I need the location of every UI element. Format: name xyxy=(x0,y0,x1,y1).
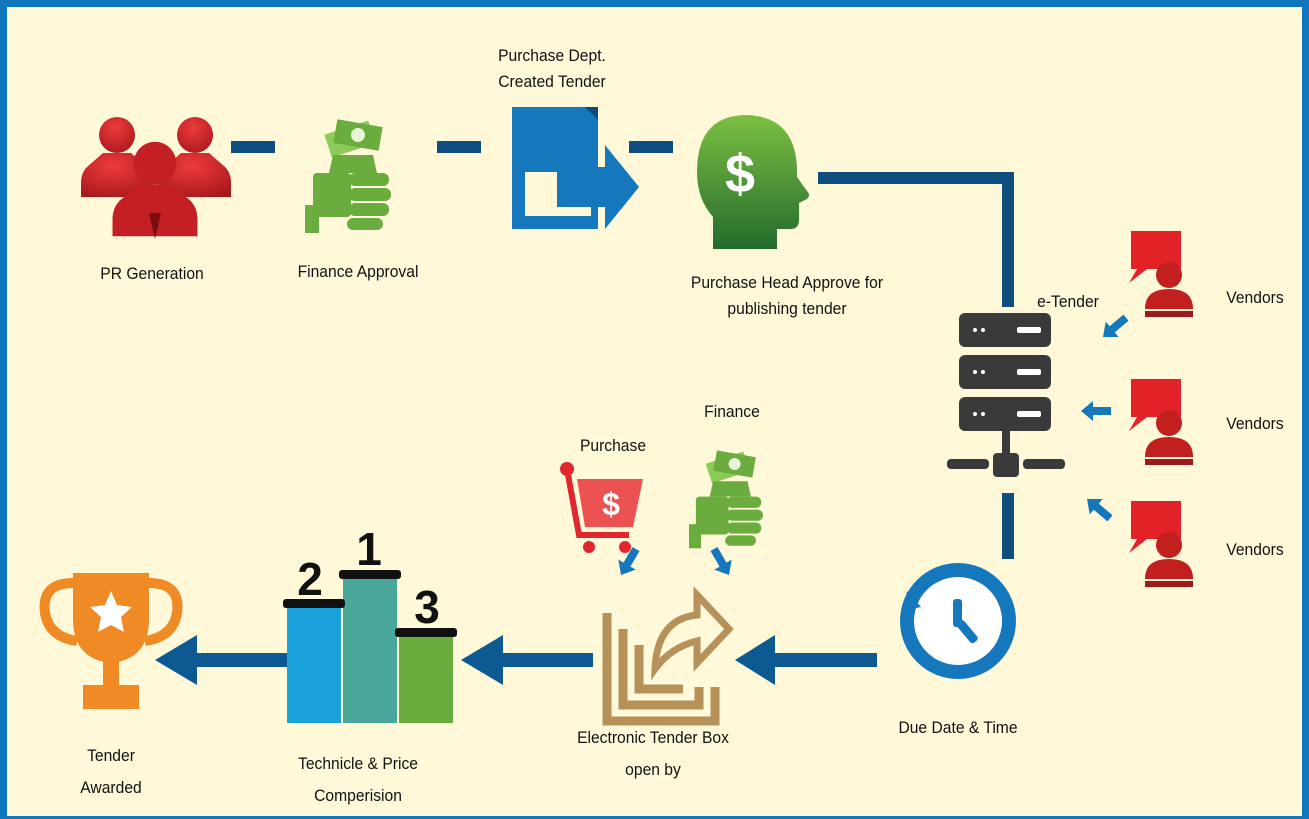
label-line: Tender xyxy=(87,746,135,765)
vendor-arrows xyxy=(1081,314,1129,522)
svg-text:$: $ xyxy=(602,486,620,522)
shopping-cart-icon: $ xyxy=(560,462,643,553)
label-vendors-3: Vendors xyxy=(1226,540,1284,559)
label-purchase-dept: Purchase Dept. Created Tender xyxy=(469,43,635,95)
clock-icon xyxy=(900,563,1016,679)
connector-lines xyxy=(231,141,1014,559)
label-line: Comperision xyxy=(314,786,402,805)
label-line: open by xyxy=(625,760,681,779)
label-line: Technicle & Price xyxy=(298,754,418,773)
label-tender-awarded: Tender Awarded xyxy=(65,743,157,801)
trophy-icon xyxy=(39,573,183,709)
label-e-tender: e-Tender xyxy=(1037,292,1099,311)
rank-3-number: 3 xyxy=(414,581,440,633)
input-arrows xyxy=(618,547,732,575)
label-finance: Finance xyxy=(704,402,760,421)
label-vendors-2: Vendors xyxy=(1226,414,1284,433)
label-purchase: Purchase xyxy=(579,436,647,455)
tender-box-icon xyxy=(602,586,734,726)
label-due-date: Due Date & Time xyxy=(898,718,1018,737)
label-line: Purchase Dept. xyxy=(498,46,606,65)
vendor-chat-icon xyxy=(1129,501,1193,587)
vendor-chat-icon xyxy=(1129,231,1193,317)
label-line: publishing tender xyxy=(727,299,847,318)
label-tender-box: Electronic Tender Box open by xyxy=(561,725,745,783)
label-line: Created Tender xyxy=(498,72,606,91)
podium-icon: 2 1 3 xyxy=(283,523,457,723)
svg-text:$: $ xyxy=(725,144,755,204)
rank-1-number: 1 xyxy=(356,523,382,575)
label-vendors-1: Vendors xyxy=(1226,288,1284,307)
diagram-canvas: $ xyxy=(39,107,1193,726)
dollar-head-icon: $ xyxy=(697,115,809,249)
label-purchase-head: Purchase Head Approve for publishing ten… xyxy=(672,270,902,322)
money-hand-icon xyxy=(689,450,763,549)
label-pr-generation: PR Generation xyxy=(100,264,204,283)
rank-2-number: 2 xyxy=(297,553,323,605)
label-line: Awarded xyxy=(80,778,142,797)
flow-arrows xyxy=(155,635,877,685)
server-icon xyxy=(947,313,1065,477)
vendor-chat-icon xyxy=(1129,379,1193,465)
money-hand-icon xyxy=(305,119,391,233)
label-finance-approval: Finance Approval xyxy=(297,262,419,281)
document-arrow-icon xyxy=(512,107,639,229)
people-group-icon xyxy=(81,117,231,239)
label-line: Electronic Tender Box xyxy=(577,728,729,747)
label-comparison: Technicle & Price Comperision xyxy=(280,751,436,809)
label-line: Purchase Head Approve for xyxy=(690,273,884,292)
